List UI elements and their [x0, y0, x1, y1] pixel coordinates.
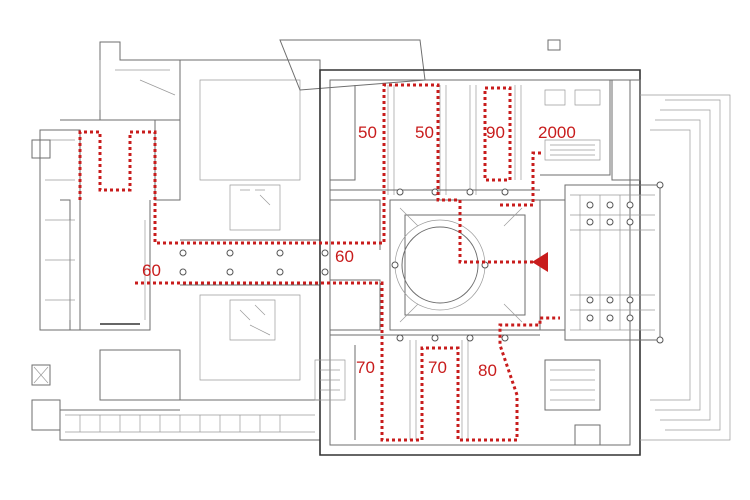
route-paths	[78, 83, 560, 442]
zone-label-2000: 2000	[538, 123, 576, 142]
zone-labels: 50 50 90 2000 60 60 70 70 80	[142, 123, 576, 380]
route-60-bottom	[135, 281, 560, 442]
zone-label-70-right: 70	[428, 358, 447, 377]
zone-label-50-left: 50	[358, 123, 377, 142]
zone-label-80: 80	[478, 361, 497, 380]
columns	[179, 181, 664, 344]
route-left-top	[78, 83, 535, 264]
zone-label-60-left: 60	[142, 261, 161, 280]
route-90	[483, 86, 512, 182]
zone-label-60-right: 60	[335, 247, 354, 266]
zone-label-70-left: 70	[356, 358, 375, 377]
triangle-arrow-icon	[532, 252, 548, 272]
zone-label-50-right: 50	[415, 123, 434, 142]
route-2000	[500, 151, 543, 207]
zone-label-90: 90	[486, 123, 505, 142]
